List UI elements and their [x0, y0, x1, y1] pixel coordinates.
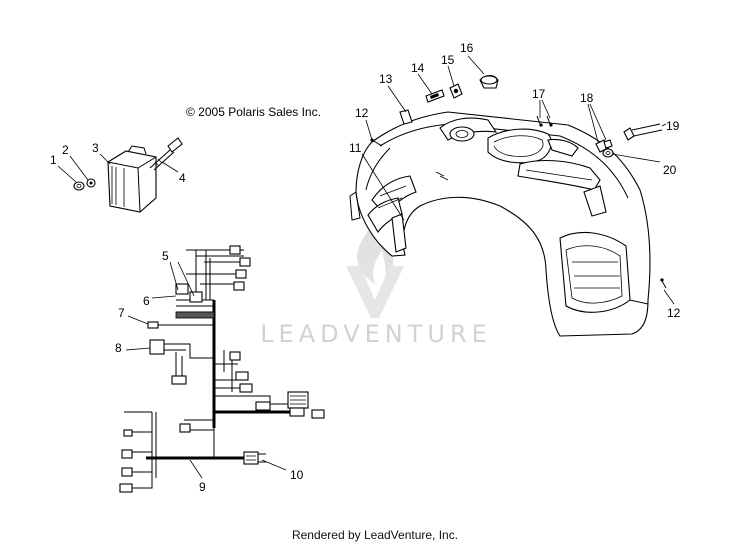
callout-16: 16 [460, 41, 474, 55]
callout-12-bottom: 12 [667, 306, 681, 320]
grommet-20 [602, 148, 614, 158]
callout-18: 18 [580, 91, 594, 105]
leader-lines [57, 55, 675, 479]
callout-11: 11 [349, 141, 362, 155]
knob-16 [479, 74, 499, 89]
callout-20: 20 [663, 163, 677, 177]
callout-13: 13 [379, 72, 393, 86]
callout-6: 6 [143, 294, 150, 308]
callout-9: 9 [199, 480, 206, 494]
footer-credit: Rendered by LeadVenture, Inc. [291, 528, 459, 542]
screw-19 [623, 123, 663, 141]
wiring-harness [119, 245, 325, 493]
callout-10: 10 [290, 468, 304, 482]
callout-5: 5 [162, 249, 169, 263]
screw-12-bottom [660, 278, 667, 289]
watermark-text: LEADVENTURE [260, 320, 492, 348]
dash-panel [349, 111, 651, 337]
callout-7: 7 [118, 306, 125, 320]
switch-15 [449, 83, 463, 99]
electronic-module [107, 145, 157, 213]
callout-17: 17 [532, 87, 546, 101]
callout-8: 8 [115, 341, 122, 355]
callout-numbers: 1 2 3 4 5 6 7 8 9 10 11 12 12 13 14 15 1… [50, 41, 681, 494]
plug-13 [399, 109, 413, 125]
callout-15: 15 [441, 53, 455, 67]
bolt-4 [149, 137, 183, 171]
callout-4: 4 [179, 171, 186, 185]
callout-1: 1 [50, 153, 57, 167]
key-14 [425, 89, 445, 103]
leadventure-watermark: LEADVENTURE [260, 225, 492, 348]
nut-18 [595, 139, 613, 153]
callout-3: 3 [92, 141, 99, 155]
callout-19: 19 [666, 119, 680, 133]
callout-12-top: 12 [355, 106, 369, 120]
clips-17 [536, 115, 553, 127]
v-logo-icon [346, 266, 404, 318]
callout-14: 14 [411, 61, 425, 75]
callout-2: 2 [62, 143, 69, 157]
nut-1 [73, 181, 85, 191]
copyright-text: © 2005 Polaris Sales Inc. [186, 105, 321, 119]
washer-2 [86, 178, 96, 188]
